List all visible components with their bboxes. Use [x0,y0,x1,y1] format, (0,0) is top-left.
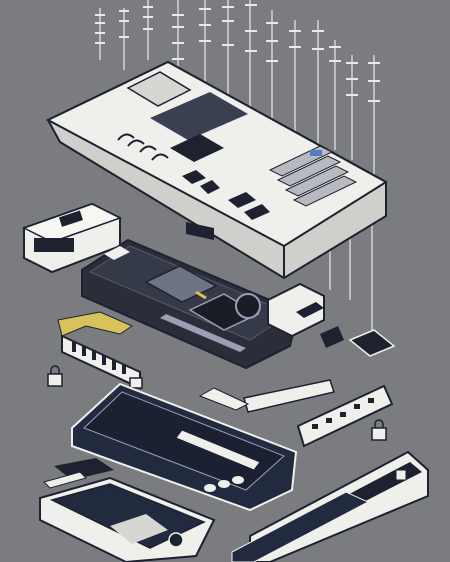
usb-connector-icon [34,238,74,252]
port-slot [186,222,214,240]
lock-icon-right [371,419,387,441]
lock-icon-left [47,365,63,387]
camera-lens-icon [235,293,261,319]
connector-bracket-icon [348,329,396,357]
pcb-board [81,238,300,370]
bottom-phone-body [39,458,216,562]
indicator-led [310,150,322,156]
ribbon-and-contacts [57,311,141,390]
callout-lines [99,0,375,330]
top-shell [45,60,388,280]
mid-frame [243,379,394,448]
back-cover [71,382,298,512]
right-components [267,282,396,357]
bottom-right-slab [231,450,429,562]
connector-module-left [22,202,122,274]
callout-ticks [95,4,380,102]
lock-icon-mid [129,377,143,389]
display-window [126,71,192,107]
